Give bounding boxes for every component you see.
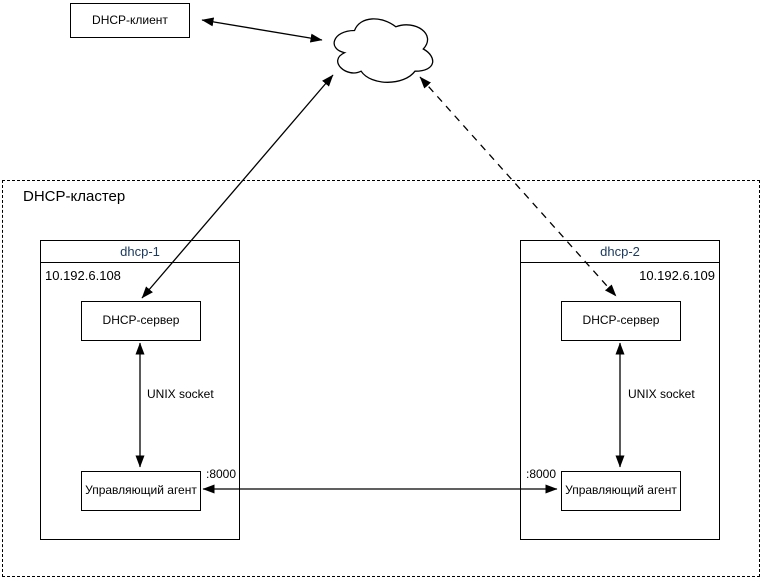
dhcp-2-port-label: :8000: [526, 467, 557, 481]
dhcp-cluster-container: DHCP-кластер: [2, 180, 760, 577]
dhcp-2-server-box: DHCP-сервер: [561, 301, 681, 341]
arrow-client-cloud: [201, 17, 323, 43]
dhcp-2-unix-socket-label: UNIX socket: [628, 387, 695, 401]
node-dhcp-2: dhcp-2 10.192.6.109 DHCP-сервер UNIX soc…: [520, 240, 720, 540]
dhcp-2-agent-label: Управляющий агент: [565, 483, 677, 498]
dhcp-client-box: DHCP-клиент: [70, 3, 190, 38]
dhcp-2-server-label: DHCP-сервер: [582, 313, 660, 328]
arrow-cloud-dhcp1-server: [141, 74, 334, 299]
node-dhcp-1-ip: 10.192.6.108: [45, 268, 121, 283]
arrow-cloud-dhcp2-server: [419, 76, 617, 297]
node-dhcp-2-ip: 10.192.6.109: [639, 268, 715, 283]
dhcp-1-agent-label: Управляющий агент: [85, 483, 197, 498]
node-dhcp-1-title: dhcp-1: [41, 241, 239, 263]
dhcp-1-agent-box: Управляющий агент: [81, 471, 201, 511]
dhcp-1-server-label: DHCP-сервер: [102, 313, 180, 328]
network-cloud-icon: [333, 18, 434, 83]
dhcp-client-label: DHCP-клиент: [92, 12, 168, 27]
dhcp-1-port-label: :8000: [206, 467, 237, 481]
node-dhcp-2-title: dhcp-2: [521, 241, 719, 263]
dhcp-cluster-label: DHCP-кластер: [23, 188, 126, 205]
dhcp-1-server-box: DHCP-сервер: [81, 301, 201, 341]
dhcp-1-unix-socket-label: UNIX socket: [147, 387, 214, 401]
dhcp-2-agent-box: Управляющий агент: [561, 471, 681, 511]
node-dhcp-1: dhcp-1 10.192.6.108 DHCP-сервер UNIX soc…: [40, 240, 240, 540]
